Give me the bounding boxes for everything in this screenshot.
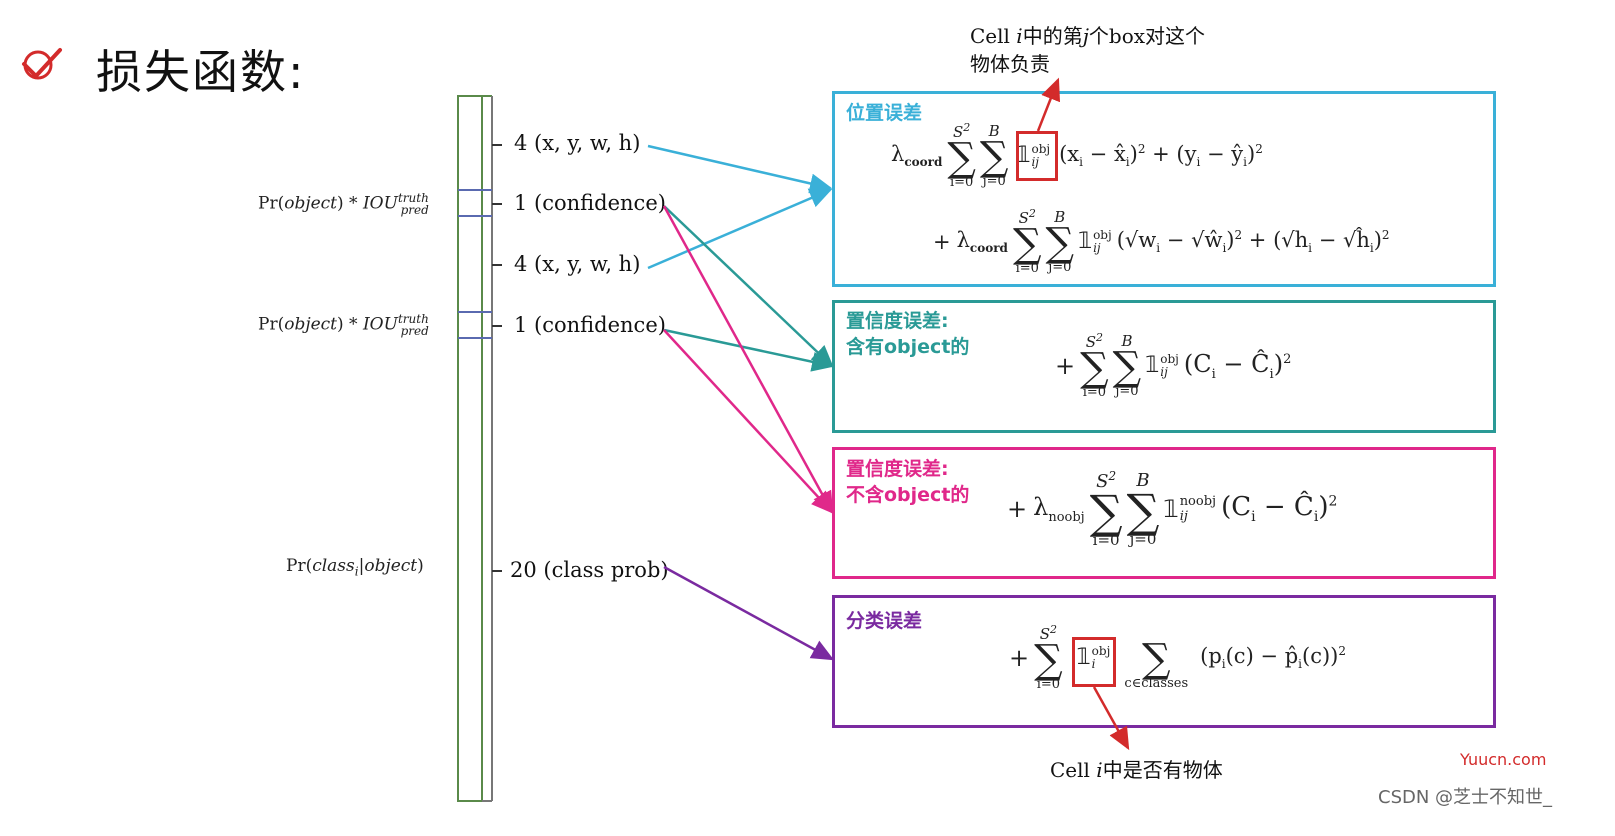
class-error-label: 分类误差 xyxy=(846,610,923,632)
arrow-annotation-top xyxy=(1036,77,1061,132)
row-label-confidence-2: 1 (confidence) xyxy=(514,313,666,337)
position-error-label: 位置误差 xyxy=(846,102,923,124)
arrow-coords-1 xyxy=(647,144,833,194)
arrow-annotation-bottom xyxy=(1092,686,1130,751)
row-label-class-prob: 20 (class prob) xyxy=(510,558,669,582)
watermark-csdn: CSDN @芝士不知世_ xyxy=(1378,787,1553,808)
class-error-box xyxy=(832,595,1496,728)
arrow-conf1-noobj xyxy=(662,205,834,515)
output-vector xyxy=(457,95,502,802)
class-prob-formula-label: Pr(classi|object) xyxy=(286,556,424,579)
row-label-coords-1: 4 (x, y, w, h) xyxy=(514,131,641,155)
row-label-confidence-1: 1 (confidence) xyxy=(514,191,666,215)
page-title: 损失函数: xyxy=(96,45,306,99)
arrow-class xyxy=(663,565,835,661)
confidence-obj-label: 置信度误差:含有object的 xyxy=(846,310,970,358)
annotation-responsible-box: Cell i中的第j个box对这个 物体负责 xyxy=(970,24,1206,76)
indicator-obj-i-highlight xyxy=(1072,637,1116,687)
arrow-conf2-obj xyxy=(663,328,835,372)
arrow-conf2-noobj xyxy=(663,329,834,514)
annotation-cell-has-object: Cell i中是否有物体 xyxy=(1050,758,1223,782)
watermark-yuucn: Yuucn.com xyxy=(1460,750,1547,769)
position-error-box xyxy=(832,91,1496,287)
confidence-noobj-label: 置信度误差:不含object的 xyxy=(846,458,970,506)
arrow-coords-2 xyxy=(647,188,833,270)
checkmark-icon xyxy=(22,48,62,80)
row-label-coords-2: 4 (x, y, w, h) xyxy=(514,252,641,276)
arrow-conf1-obj xyxy=(663,205,834,368)
indicator-obj-ij-highlight xyxy=(1016,131,1058,181)
